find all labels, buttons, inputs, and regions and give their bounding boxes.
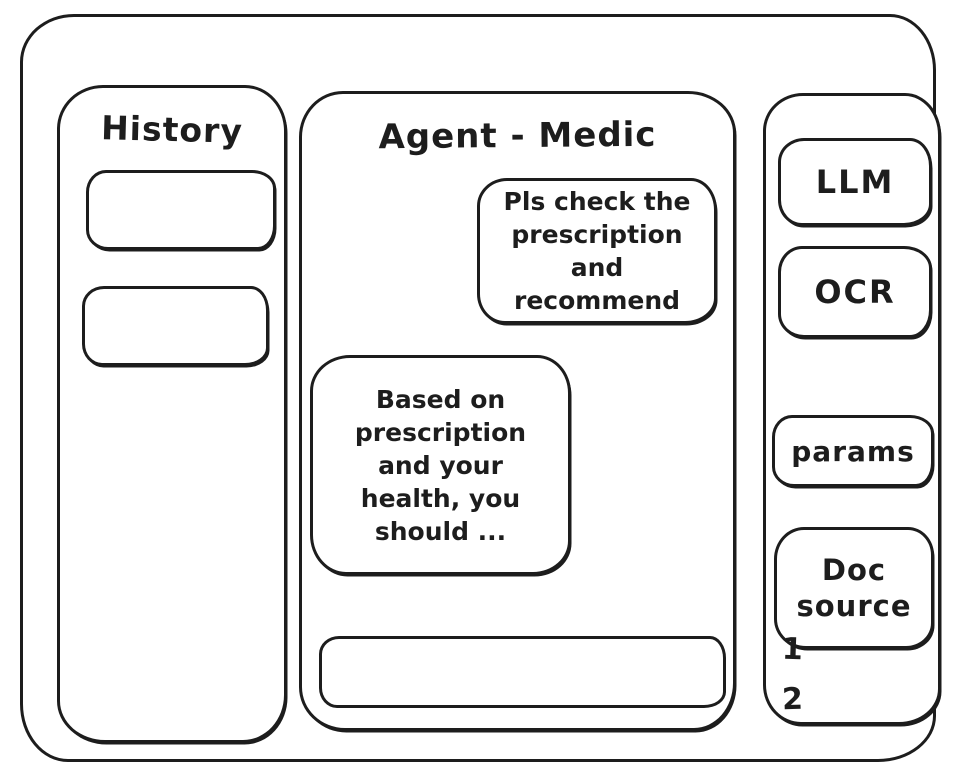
- agent-message-bubble: Based on prescription and your health, y…: [310, 355, 571, 575]
- user-message-bubble: Pls check the prescription and recommend: [477, 178, 717, 324]
- history-item[interactable]: [82, 286, 269, 366]
- doc-source-button[interactable]: Doc source: [774, 527, 934, 649]
- doc-source-item-2: 2: [781, 681, 804, 718]
- llm-button[interactable]: LLM: [778, 138, 932, 226]
- history-title: History: [100, 108, 244, 151]
- user-message-text: Pls check the prescription and recommend: [503, 187, 691, 315]
- history-item[interactable]: [86, 170, 276, 250]
- message-input[interactable]: [319, 636, 726, 708]
- history-panel: History: [57, 85, 287, 743]
- ocr-button[interactable]: OCR: [778, 246, 932, 338]
- agent-message-text: Based on prescription and your health, y…: [354, 384, 527, 546]
- doc-source-item-1: 1: [781, 631, 804, 668]
- chat-panel: Agent - Medic Pls check the prescription…: [299, 91, 736, 731]
- window-frame: History Agent - Medic Pls check the pres…: [20, 14, 941, 762]
- chat-title: Agent - Medic: [378, 114, 657, 158]
- tools-panel: LLM OCR params Doc source 1 2: [763, 93, 941, 725]
- params-button[interactable]: params: [772, 415, 934, 487]
